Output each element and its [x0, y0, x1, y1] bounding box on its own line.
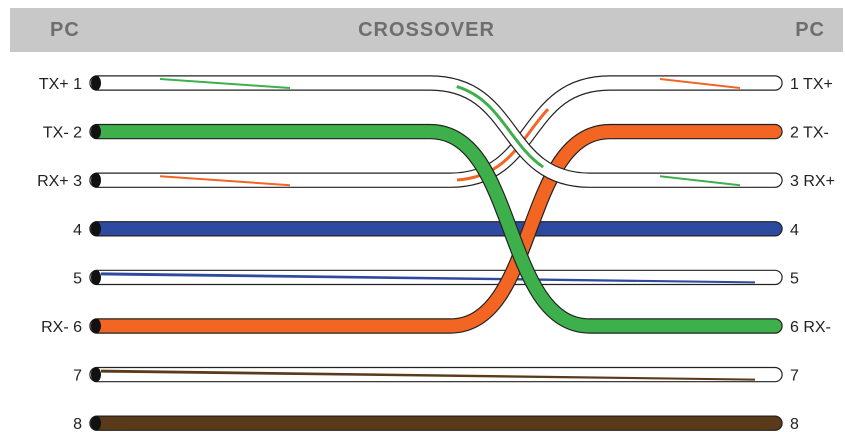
right-pin-label: 5 — [790, 270, 799, 287]
left-connector-dot — [91, 318, 101, 334]
right-pin-label: 3 RX+ — [790, 173, 835, 190]
left-pin-label: TX- 2 — [43, 125, 82, 142]
wire-body — [90, 125, 782, 333]
left-connector-dot — [91, 269, 101, 285]
wire-white-green — [89, 75, 783, 188]
left-pin-label: TX+ 1 — [39, 76, 82, 93]
wire-stripe — [660, 78, 740, 89]
left-pin-label: 5 — [73, 270, 82, 287]
left-connector-dot — [91, 75, 101, 91]
right-pin-label: 1 TX+ — [790, 76, 833, 93]
diagram-title: CROSSOVER — [358, 19, 495, 41]
wire-stripe — [660, 175, 740, 187]
wire-stripe — [101, 272, 755, 284]
wire-white-brown — [89, 366, 783, 383]
left-pin-label: 7 — [73, 368, 82, 385]
left-end-label: PC — [50, 19, 80, 41]
left-pin-label: RX- 6 — [41, 319, 82, 336]
wire-white-orange — [89, 75, 783, 188]
wire-body — [90, 125, 782, 333]
wires-layer — [89, 75, 783, 431]
right-pin-label: 4 — [790, 222, 799, 239]
left-connector-dot — [91, 415, 101, 431]
wire-stripe — [101, 369, 755, 381]
left-pin-label: 4 — [73, 222, 82, 239]
wire-white-blue — [89, 269, 783, 286]
left-connector-dot — [91, 124, 101, 140]
left-pin-label: 8 — [73, 416, 82, 432]
right-pin-label: 2 TX- — [790, 125, 829, 142]
right-pin-label: 8 — [790, 416, 799, 432]
left-pin-label: RX+ 3 — [37, 173, 82, 190]
header-bar: CROSSOVER PC PC — [10, 8, 843, 52]
right-pin-label: 6 RX- — [790, 319, 831, 336]
wire-green — [89, 123, 783, 334]
right-pin-label: 7 — [790, 368, 799, 385]
left-connector-dot — [91, 172, 101, 188]
right-end-label: PC — [795, 19, 825, 41]
left-connector-dot — [91, 221, 101, 237]
wire-stripe-curve — [97, 81, 775, 182]
left-connector-dot — [91, 367, 101, 383]
wire-stripe — [160, 78, 290, 89]
wire-stripe — [160, 175, 290, 187]
wire-orange — [89, 123, 783, 334]
wire-stripe-curve — [97, 81, 775, 182]
pin-labels-layer: TX+ 1 TX- 2 RX+ 3 4 5RX- 6 7 8 1 TX+ 2 TX- 3 RX+ 4… — [37, 76, 835, 432]
